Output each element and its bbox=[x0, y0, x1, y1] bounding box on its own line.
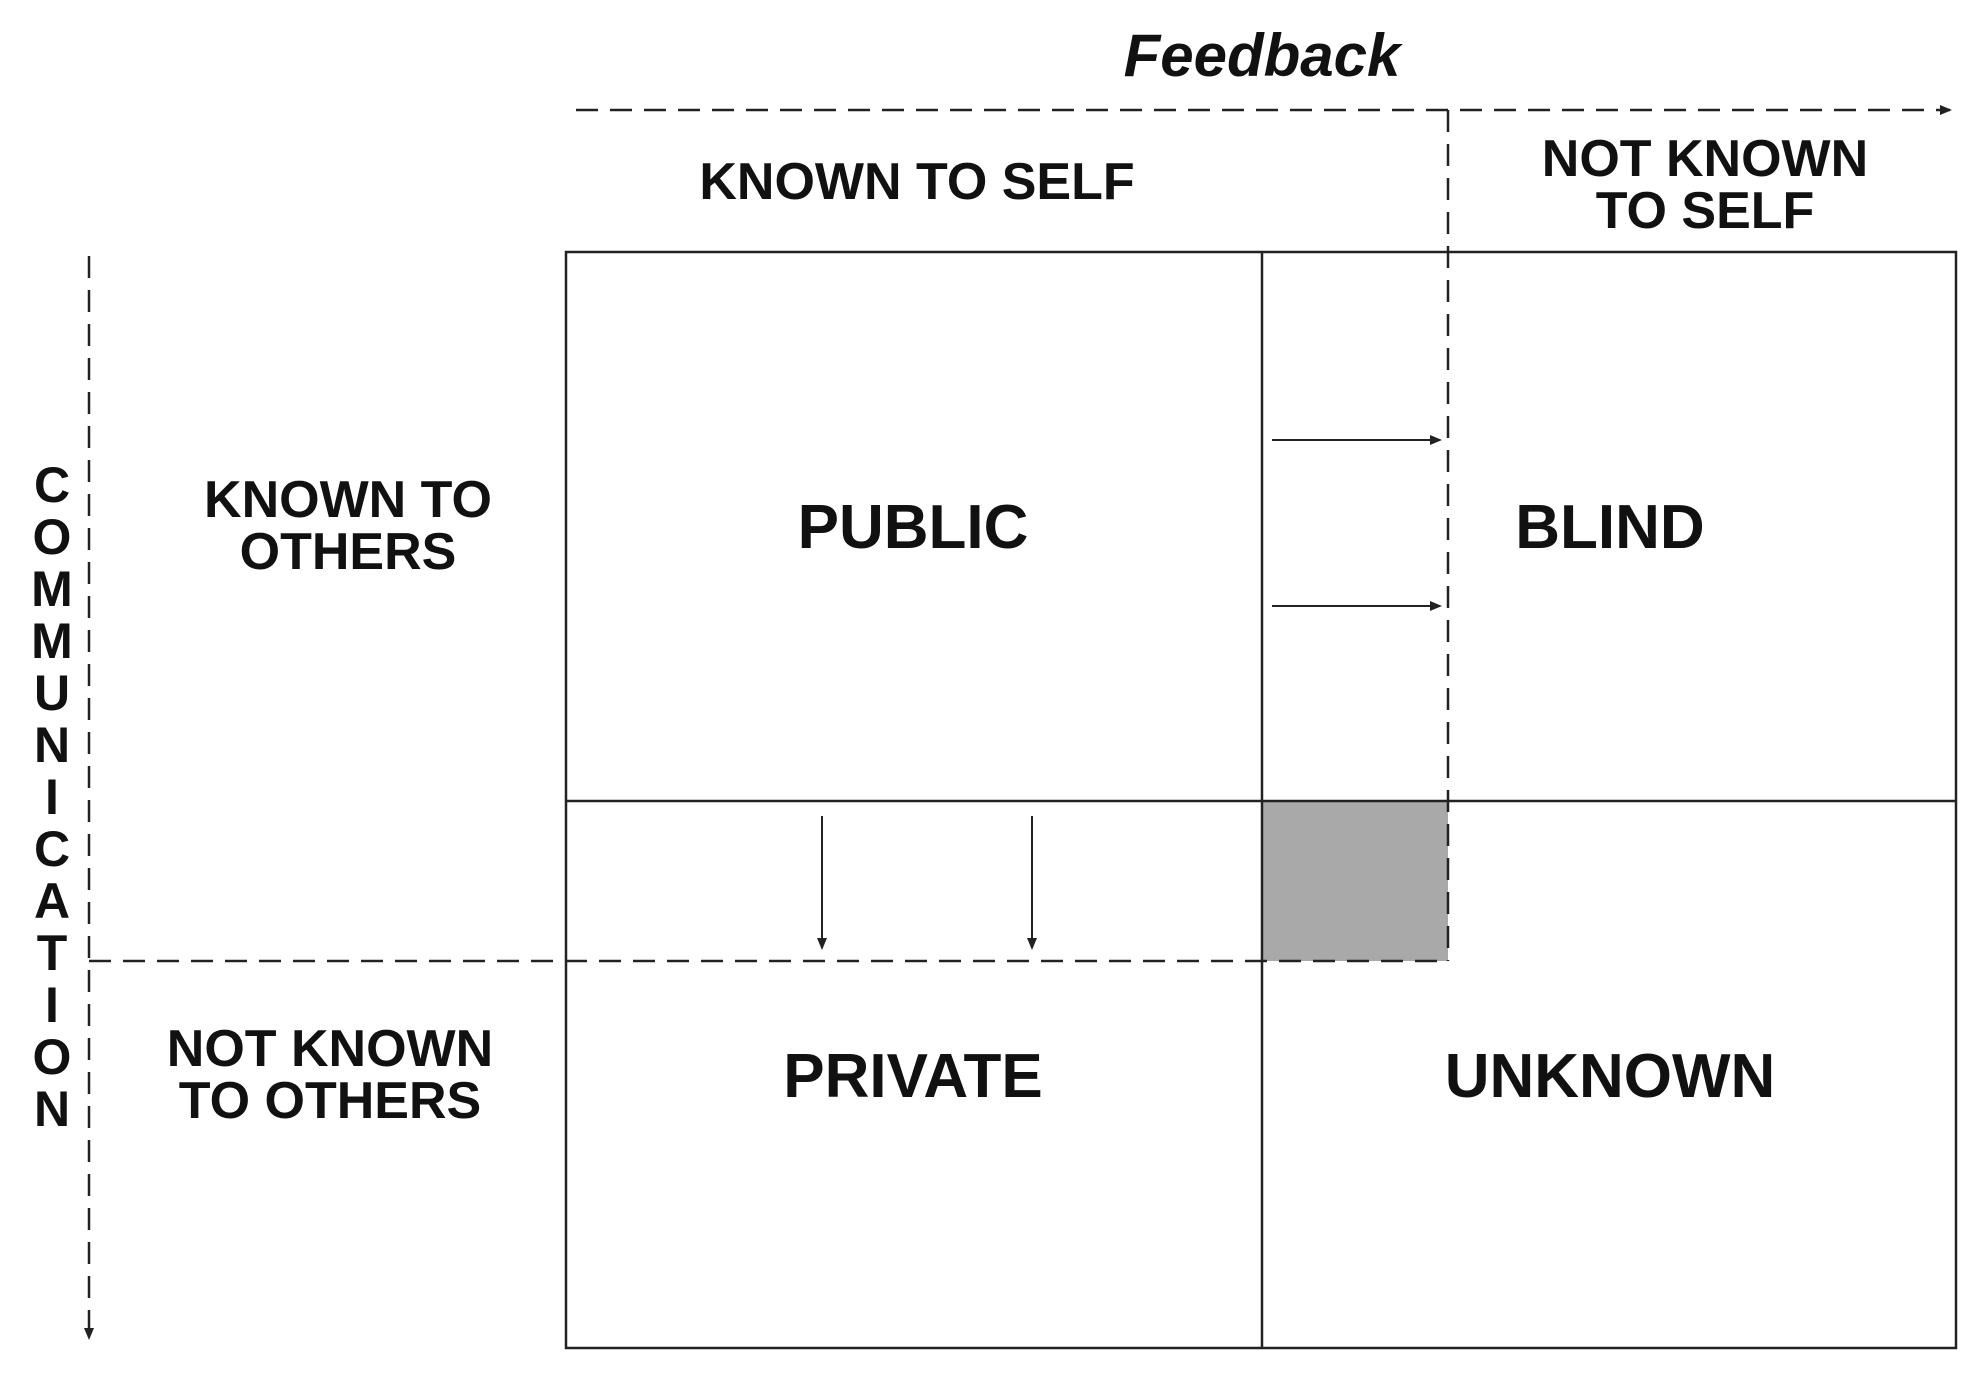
row-header-not-known-to-others-line1: NOT KNOWN bbox=[167, 1020, 493, 1078]
quadrant-label-blind: BLIND bbox=[1515, 493, 1704, 562]
quadrant-label-public: PUBLIC bbox=[798, 493, 1029, 562]
quadrant-label-private: PRIVATE bbox=[783, 1042, 1043, 1111]
communication-letter: A bbox=[34, 873, 70, 929]
row-header-known-to-others-line1: KNOWN TO bbox=[204, 471, 492, 529]
column-header-known-to-self: KNOWN TO SELF bbox=[699, 153, 1134, 211]
communication-letter: O bbox=[33, 509, 72, 565]
communication-letter: M bbox=[31, 613, 73, 669]
communication-letter: T bbox=[37, 925, 68, 981]
communication-letter: O bbox=[33, 1029, 72, 1085]
column-header-not-known-to-self-line1: NOT KNOWN bbox=[1542, 130, 1868, 188]
communication-letter: C bbox=[34, 457, 70, 513]
communication-letter: N bbox=[34, 717, 70, 773]
communication-letter: N bbox=[34, 1081, 70, 1137]
row-header-not-known-to-others-line2: TO OTHERS bbox=[179, 1072, 481, 1130]
communication-letter: C bbox=[34, 821, 70, 877]
communication-letter: I bbox=[45, 977, 59, 1033]
communication-letter: U bbox=[34, 665, 70, 721]
shaded-overlap-region bbox=[1262, 801, 1448, 961]
column-header-not-known-to-self-line2: TO SELF bbox=[1596, 182, 1815, 240]
communication-letter: I bbox=[45, 769, 59, 825]
communication-letter: M bbox=[31, 561, 73, 617]
feedback-label: Feedback bbox=[1124, 22, 1403, 89]
row-header-known-to-others-line2: OTHERS bbox=[240, 523, 457, 581]
quadrant-label-unknown: UNKNOWN bbox=[1445, 1042, 1776, 1111]
